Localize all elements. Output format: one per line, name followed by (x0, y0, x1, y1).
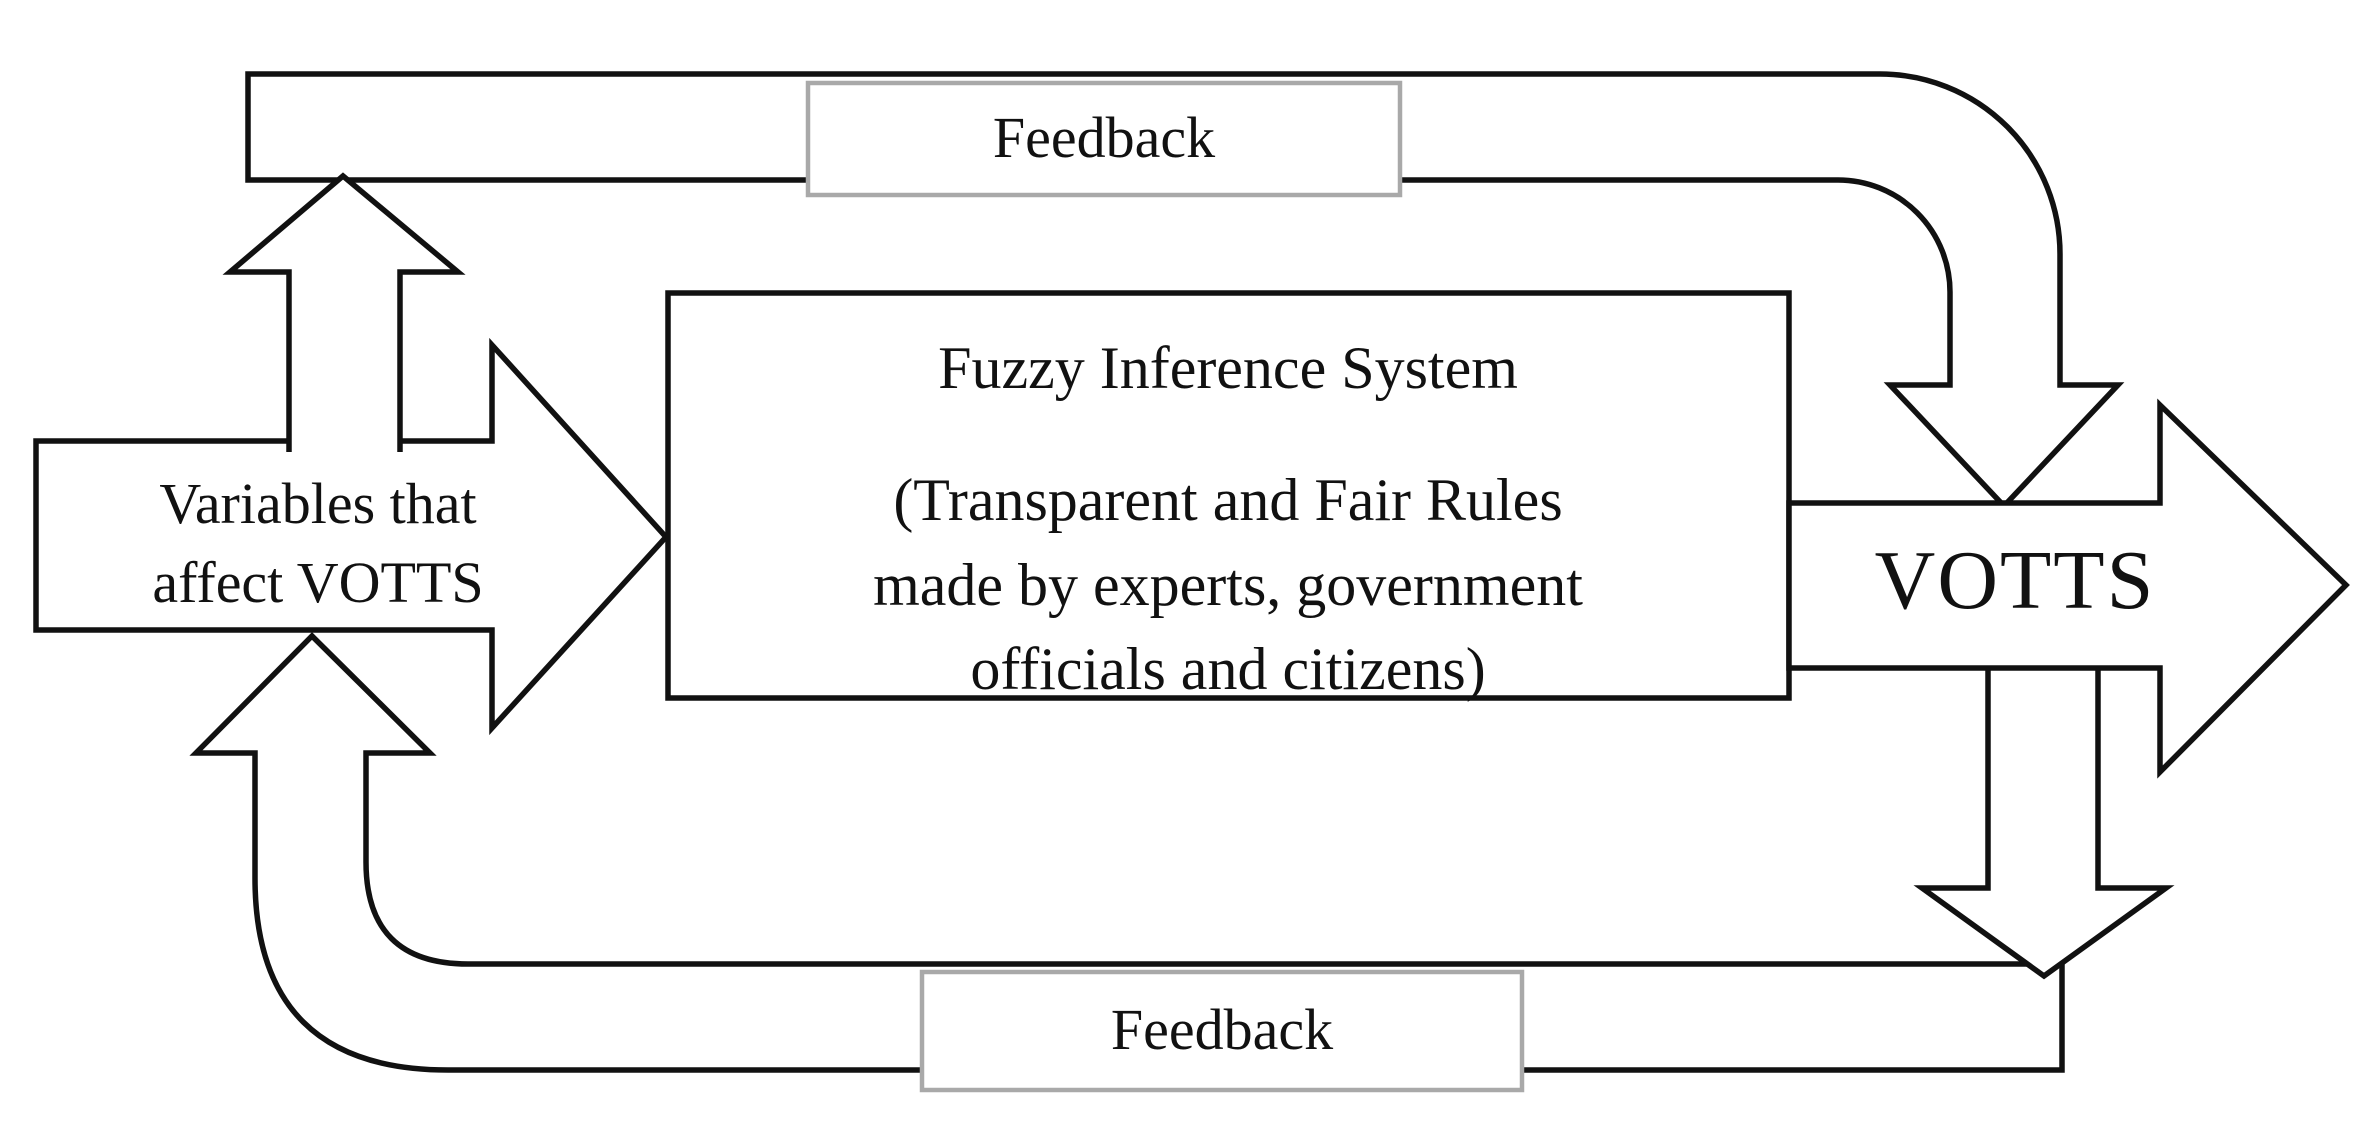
fis-body-line1: (Transparent and Fair Rules (893, 467, 1563, 533)
feedback-bottom-label: Feedback (1110, 997, 1334, 1062)
fis-body-line2: made by experts, government (873, 552, 1583, 618)
fis-box (665, 290, 1792, 701)
feedback-top-label: Feedback (992, 105, 1216, 170)
fis-title: Fuzzy Inference System (938, 335, 1518, 401)
down-arrow-to-bottom-feedback (1913, 670, 2175, 980)
votts-output-arrow-shape (1786, 398, 2350, 779)
variables-label-line1: Variables that (159, 471, 477, 536)
variables-input-arrow-shape (33, 337, 670, 736)
feedback-label-box-top (805, 80, 1403, 198)
feedback-label-box-bottom (919, 969, 1525, 1093)
up-arrow-to-top-feedback (222, 172, 466, 452)
fis-body-line3: officials and citizens) (970, 636, 1486, 702)
variables-label-line2: affect VOTTS (152, 550, 484, 615)
votts-output-label: VOTTS (1874, 534, 2156, 627)
